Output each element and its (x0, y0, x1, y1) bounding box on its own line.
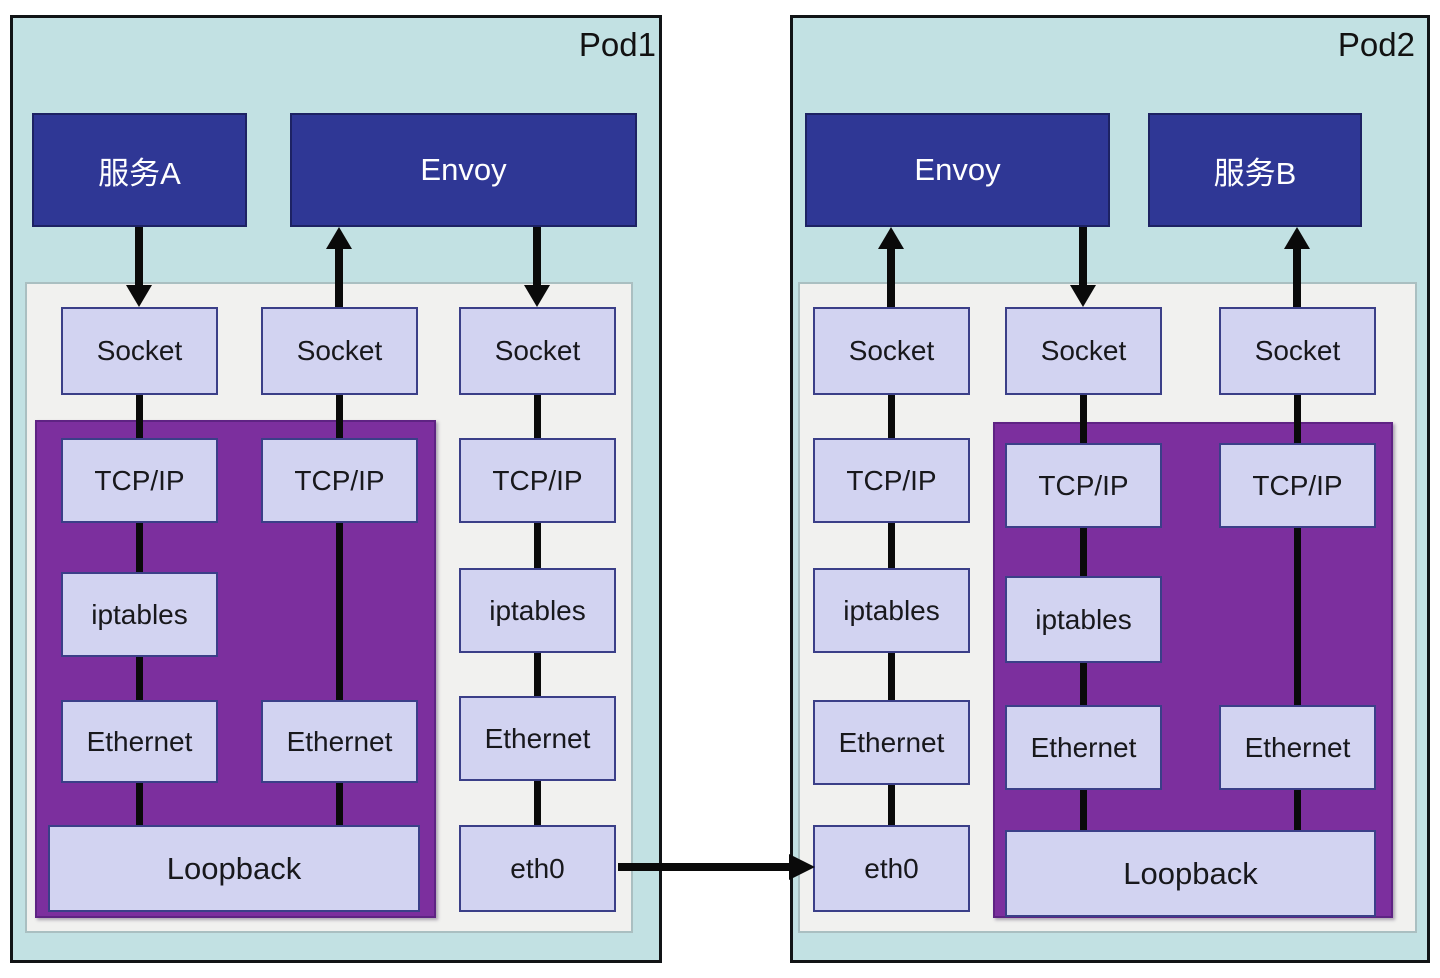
pod1-col3-eth0-box: eth0 (459, 825, 616, 912)
pod1-col3-ethernet-box: Ethernet (459, 696, 616, 781)
pod1-service-a-box: 服务A (32, 113, 247, 227)
pod1-col1-ethernet-box: Ethernet (61, 700, 218, 783)
arrow-envoy-to-socket-head-icon (524, 285, 550, 307)
pod2-loopback-box: Loopback (1005, 830, 1376, 917)
pod2-col1-iptables-box: iptables (813, 568, 970, 653)
connector (1080, 663, 1087, 705)
connector (136, 523, 143, 572)
arrow-socket-to-envoy-head-icon (878, 227, 904, 249)
connector (888, 785, 895, 825)
pod1-col2-tcpip-box: TCP/IP (261, 438, 418, 523)
connector (136, 395, 143, 438)
pod2-col1-tcpip-box: TCP/IP (813, 438, 970, 523)
arrow-eth0-to-eth0-line (618, 863, 790, 871)
pod1-col3-iptables-box: iptables (459, 568, 616, 653)
pod2-col2-ethernet-box: Ethernet (1005, 705, 1162, 790)
pod2-col3-ethernet-box: Ethernet (1219, 705, 1376, 790)
connector (336, 523, 343, 700)
connector (1080, 790, 1087, 830)
connector (1080, 528, 1087, 576)
connector (534, 395, 541, 438)
arrow-socket-to-serviceb-head-icon (1284, 227, 1310, 249)
arrow-envoy-to-socket-line (533, 227, 541, 287)
connector (1294, 395, 1301, 443)
pod1-col3-tcpip-box: TCP/IP (459, 438, 616, 523)
pod2-col2-socket-box: Socket (1005, 307, 1162, 395)
connector (1294, 790, 1301, 830)
connector (1080, 395, 1087, 443)
arrow-socket-to-serviceb-line (1293, 247, 1301, 307)
pod2-col1-ethernet-box: Ethernet (813, 700, 970, 785)
pod1-col1-socket-box: Socket (61, 307, 218, 395)
pod1-col1-iptables-box: iptables (61, 572, 218, 657)
arrow-socket-to-envoy-head-icon (326, 227, 352, 249)
pod2-envoy-box: Envoy (805, 113, 1110, 227)
pod2-title: Pod2 (1337, 26, 1415, 63)
pod2-col1-socket-box: Socket (813, 307, 970, 395)
connector (888, 653, 895, 700)
connector (336, 783, 343, 825)
pod2-col2-tcpip-box: TCP/IP (1005, 443, 1162, 528)
connector (136, 783, 143, 825)
pod1-col2-ethernet-box: Ethernet (261, 700, 418, 783)
pod2-col3-tcpip-box: TCP/IP (1219, 443, 1376, 528)
arrow-envoy-to-socket-line (1079, 227, 1087, 287)
arrow-servicea-to-socket-head-icon (126, 285, 152, 307)
pod2-col3-socket-box: Socket (1219, 307, 1376, 395)
arrow-eth0-to-eth0-head-icon (789, 854, 815, 880)
pod2-col2-iptables-box: iptables (1005, 576, 1162, 663)
arrow-envoy-to-socket-head-icon (1070, 285, 1096, 307)
pod1-col3-socket-box: Socket (459, 307, 616, 395)
connector (534, 523, 541, 568)
arrow-socket-to-envoy-line (335, 247, 343, 307)
pod1-title: Pod1 (578, 26, 656, 63)
pod1-loopback-box: Loopback (48, 825, 420, 912)
connector (534, 781, 541, 825)
pod1-col2-socket-box: Socket (261, 307, 418, 395)
arrow-servicea-to-socket-line (135, 227, 143, 287)
pod1-col1-tcpip-box: TCP/IP (61, 438, 218, 523)
pod2-col1-eth0-box: eth0 (813, 825, 970, 912)
connector (136, 657, 143, 700)
connector (888, 395, 895, 438)
pod2-service-b-box: 服务B (1148, 113, 1362, 227)
connector (888, 523, 895, 568)
connector (534, 653, 541, 696)
connector (1294, 528, 1301, 705)
pod1-envoy-box: Envoy (290, 113, 637, 227)
connector (336, 395, 343, 438)
arrow-socket-to-envoy-line (887, 247, 895, 307)
